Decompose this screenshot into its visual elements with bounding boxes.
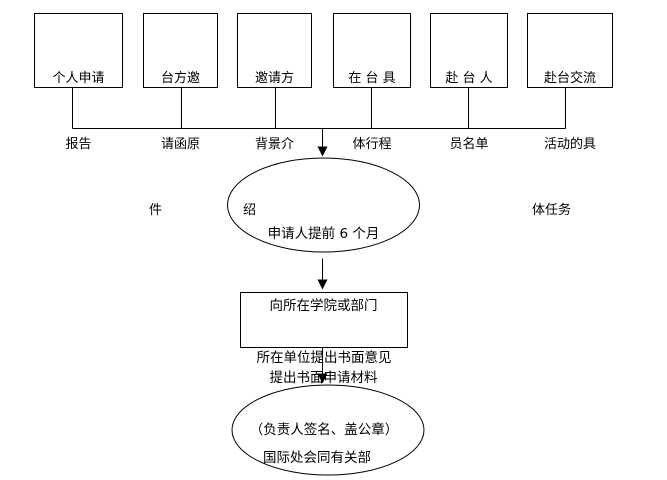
- arrow-head-step-1-to-step-2: [317, 279, 328, 290]
- input-box-3: [237, 13, 312, 88]
- input-box-6: [527, 13, 613, 88]
- input-box-5: [430, 13, 508, 88]
- input-box-1: [34, 13, 123, 88]
- input-box-2: [143, 13, 218, 88]
- step-ellipse-1: [227, 157, 420, 253]
- arrow-head-bus-to-step-1: [317, 146, 328, 157]
- input-box-4: [333, 13, 411, 88]
- step-rect-2: [240, 292, 408, 348]
- arrow-head-step-2-to-step-3: [317, 373, 328, 384]
- step-ellipse-3: [231, 384, 425, 476]
